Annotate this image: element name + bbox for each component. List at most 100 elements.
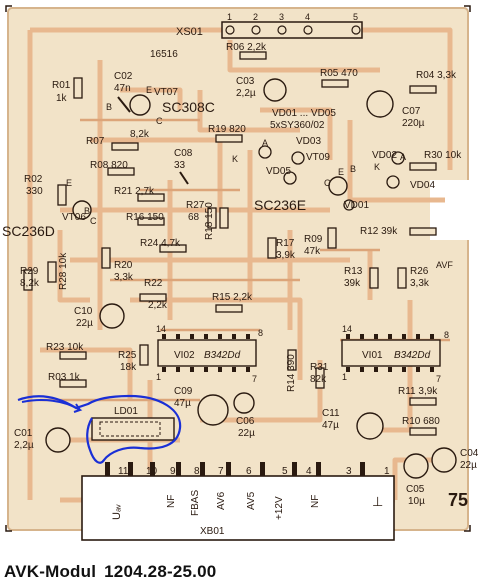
- header-pin-2: 2: [253, 12, 258, 22]
- label-c08: C08: [174, 148, 193, 159]
- xb01-signal-nf-1: NF: [166, 495, 177, 508]
- label-vd04: VD04: [410, 180, 435, 191]
- xb01-signal-nf-2: NF: [310, 495, 321, 508]
- label-r13: R13: [344, 266, 363, 277]
- label-vt07-type: SC308C: [162, 99, 215, 115]
- label-vi02-type: B342Dd: [204, 350, 241, 361]
- label-r05: R05 470: [320, 68, 358, 79]
- edge-connector-labels: 11 10 9 8 7 6 5 4 3 1 Uₐᵥ NF FBAS AV6 AV…: [111, 466, 390, 537]
- label-c09-value: 47µ: [174, 398, 191, 409]
- label-vt06-e: E: [66, 178, 72, 188]
- label-r29: R29: [20, 266, 39, 277]
- label-c02-value: 47n: [114, 83, 131, 94]
- label-vt09-b: B: [350, 164, 356, 174]
- ld01-body: [91, 417, 175, 441]
- board-number: 16516: [150, 49, 178, 60]
- xb01-signal-ground: ⊥: [372, 494, 383, 509]
- xb01-signal-fbas: FBAS: [190, 490, 201, 516]
- label-r26-value: 3,3k: [410, 278, 430, 289]
- header-xs01-body: [221, 21, 363, 39]
- label-vi02-pin7: 7: [252, 374, 257, 384]
- xb01-signal-12v: +12V: [274, 496, 285, 520]
- xb01-pin-8: 8: [194, 466, 200, 477]
- label-vi01-pin7: 7: [436, 374, 441, 384]
- ic-vi01-body: [341, 339, 441, 367]
- small-caps: [117, 96, 189, 185]
- label-vt07-e: E: [146, 85, 152, 95]
- xb01-pin-7: 7: [218, 466, 224, 477]
- label-r08: R08 820: [90, 160, 128, 171]
- label-r02-value: 330: [26, 186, 43, 197]
- label-c05-value: 10µ: [408, 496, 425, 507]
- label-vt09: VT09: [306, 152, 330, 163]
- label-c10: C10: [74, 306, 93, 317]
- label-c05: C05: [406, 484, 425, 495]
- label-r31-value: 82k: [310, 374, 327, 385]
- labels: R06 2,2k R01 1k C02 47n VT07 SC308C B E …: [2, 42, 479, 507]
- label-r13-value: 39k: [344, 278, 361, 289]
- xb01-signal-uav: Uₐᵥ: [111, 504, 123, 520]
- label-vi01-pin14: 14: [342, 324, 352, 334]
- label-vt06-type: SC236D: [2, 223, 55, 239]
- page-number: 75: [448, 490, 468, 510]
- label-vd-type: 5xSY360/02: [270, 120, 325, 131]
- label-r22-value: 2,2k: [148, 300, 168, 311]
- caption-title: AVK-Modul: [4, 562, 97, 581]
- label-r17-value: 3,9k: [276, 250, 296, 261]
- label-8-2k: 8,2k: [130, 129, 150, 140]
- label-r19: R19 820: [208, 124, 246, 135]
- header-pin-1: 1: [227, 12, 232, 22]
- label-r29-value: 8,2k: [20, 278, 40, 289]
- label-vt07-c: C: [156, 116, 163, 126]
- label-r01: R01: [52, 80, 71, 91]
- label-c07-value: 220µ: [402, 118, 425, 129]
- label-vt09-e: E: [338, 167, 344, 177]
- label-r31: R31: [310, 362, 329, 373]
- label-r25-value: 18k: [120, 362, 137, 373]
- annotation-arrow: [21, 399, 83, 413]
- xb01-pin-11: 11: [118, 466, 129, 477]
- xb01-pin-5: 5: [282, 466, 288, 477]
- label-c07: C07: [402, 106, 421, 117]
- header-pads: [225, 25, 361, 35]
- label-vi02-pin1: 1: [156, 372, 161, 382]
- label-c10-value: 22µ: [76, 318, 93, 329]
- board-notch: [430, 180, 470, 240]
- xb01-pin-10: 10: [146, 466, 158, 477]
- label-ld01: LD01: [114, 406, 138, 417]
- xb01-pin-1: 1: [384, 466, 390, 477]
- label-c09: C09: [174, 386, 193, 397]
- label-vd03-a: A: [262, 138, 268, 148]
- label-c03: C03: [236, 76, 255, 87]
- label-r09: R09: [304, 234, 323, 245]
- resistor-bodies: [23, 51, 437, 436]
- label-c11-value: 47µ: [322, 420, 339, 431]
- label-r25: R25: [118, 350, 137, 361]
- edge-connector-xb01: [81, 475, 395, 541]
- label-r26: R26: [410, 266, 429, 277]
- label-c11: C11: [322, 408, 340, 419]
- ic-vi02-body: [157, 339, 257, 367]
- label-vd02: VD02: [372, 150, 397, 161]
- label-vi01: VI01: [362, 350, 383, 361]
- label-r10: R10 680: [402, 416, 440, 427]
- edge-connector-pads: [105, 462, 365, 476]
- xb01-signal-av6: AV6: [216, 491, 227, 510]
- label-vi02-pin8: 8: [258, 328, 263, 338]
- label-vd02-k: K: [374, 162, 380, 172]
- label-c04: C04: [460, 448, 479, 459]
- label-vi01-pin1: 1: [342, 372, 347, 382]
- label-r20-value: 3,3k: [114, 272, 134, 283]
- label-c06: C06: [236, 416, 255, 427]
- label-vd01: VD01: [344, 200, 369, 211]
- label-vi01-pin8: 8: [444, 330, 449, 340]
- label-c08-value: 33: [174, 160, 186, 171]
- label-c04-value: 22µ: [460, 460, 477, 471]
- label-r21: R21 2,7k: [114, 186, 155, 197]
- header-pin-5: 5: [353, 12, 358, 22]
- label-vt09-c: C: [324, 178, 331, 188]
- label-r17: R17: [276, 238, 295, 249]
- label-vt06-b: B: [84, 206, 90, 216]
- label-r22: R22: [144, 278, 163, 289]
